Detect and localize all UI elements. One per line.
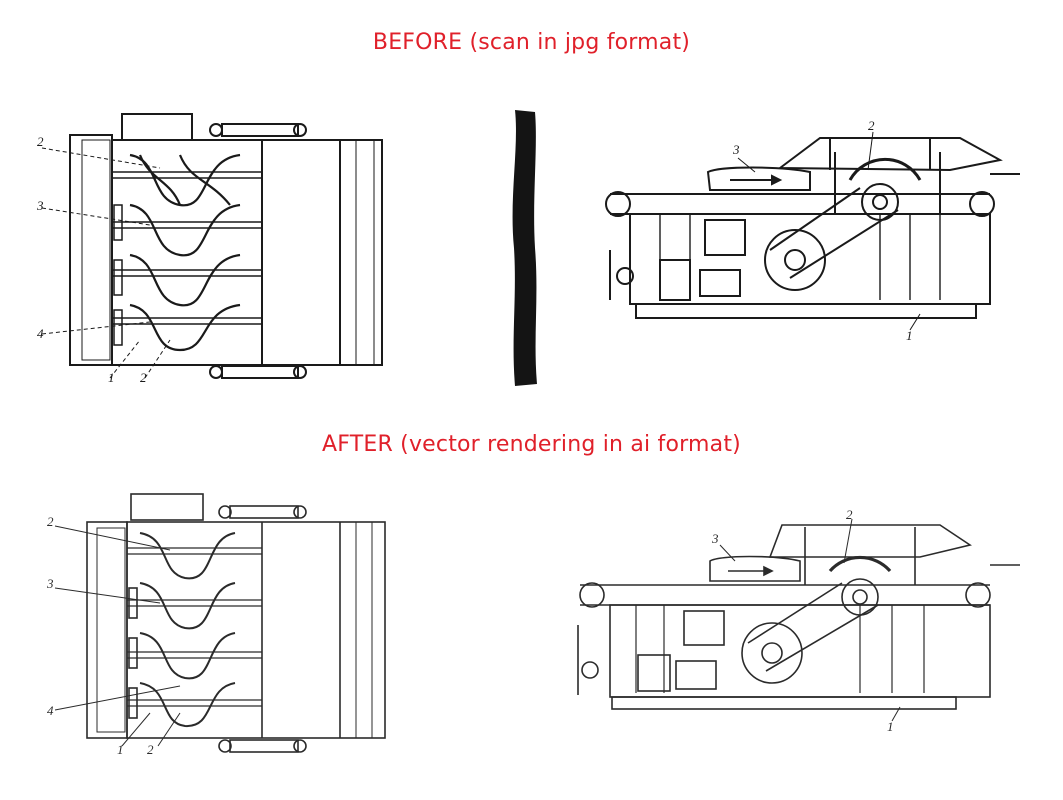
- before-plan-label-2: 2: [37, 134, 44, 149]
- scan-binding-shadow: [512, 110, 537, 386]
- after-plan-label-1: 1: [117, 742, 124, 757]
- after-plan-label-2b: 2: [147, 742, 154, 757]
- before-side-view-drawing: 3 2 1: [605, 118, 1020, 343]
- after-plan-view-drawing: 2 3 4 1 2: [46, 493, 386, 757]
- before-plan-label-2b: 2: [140, 370, 147, 385]
- before-heading: BEFORE (scan in jpg format): [372, 30, 691, 55]
- before-plan-label-4: 4: [37, 326, 44, 341]
- after-side-view-drawing: 3 2 1: [577, 507, 1020, 734]
- after-side-label-3: 3: [711, 531, 719, 546]
- after-heading: AFTER (vector rendering in ai format): [322, 432, 741, 457]
- after-plan-label-4: 4: [47, 703, 54, 718]
- after-side-label-2: 2: [846, 507, 853, 522]
- before-side-label-3: 3: [732, 142, 740, 157]
- after-plan-label-2: 2: [47, 514, 54, 529]
- before-side-label-2: 2: [868, 118, 875, 133]
- after-plan-label-3: 3: [46, 576, 54, 591]
- after-side-label-1: 1: [887, 719, 894, 734]
- before-side-label-1: 1: [906, 328, 913, 343]
- before-plan-label-3: 3: [36, 198, 44, 213]
- before-plan-label-1: 1: [108, 370, 115, 385]
- before-plan-view-drawing: 2 3 4 1 2: [36, 113, 383, 385]
